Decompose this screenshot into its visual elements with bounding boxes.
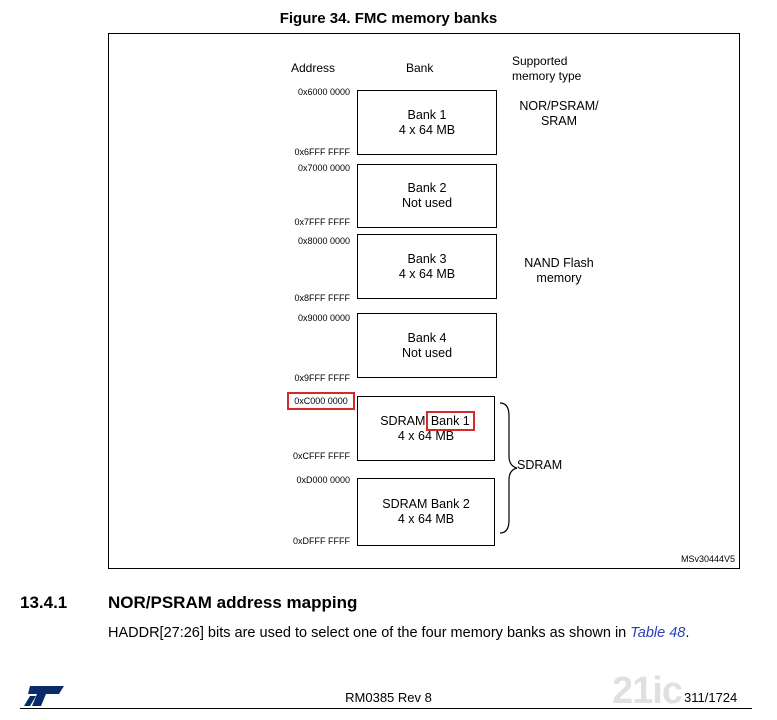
sdram-brace [499, 402, 518, 534]
bank-header: Bank [406, 61, 434, 75]
address-label: 0x8000 0000 [297, 236, 350, 246]
bank-size: 4 x 64 MB [398, 266, 456, 281]
address-label: 0x8FFF FFFF [294, 293, 351, 303]
address-label: 0xCFFF FFFF [293, 451, 350, 461]
body-text-after: . [685, 625, 690, 641]
footer-document-id: RM0385 Rev 8 [345, 690, 432, 705]
figure-code: MSv30444V5 [680, 554, 735, 564]
bank-name: SDRAM Bank 1 [380, 410, 475, 431]
address-label: 0x7FFF FFFF [294, 217, 351, 227]
bank-size: 4 x 64 MB [398, 122, 456, 137]
address-header: Address [291, 61, 336, 75]
memtype-nand: NAND Flash memory [524, 256, 594, 285]
address-label: 0x6000 0000 [297, 87, 350, 97]
figure-title: Figure 34. FMC memory banks [279, 10, 498, 27]
address-label: 0x7000 0000 [297, 163, 350, 173]
section-title: NOR/PSRAM address mapping [108, 593, 358, 612]
watermark-logo: 21ic [612, 670, 683, 712]
bank-size: Not used [401, 345, 453, 360]
bank-block-4: Bank 4 Not used [357, 313, 497, 378]
bank-size: 4 x 64 MB [397, 512, 455, 526]
bank-block-3: Bank 3 4 x 64 MB [357, 234, 497, 299]
address-label-highlighted: 0xC000 0000 [287, 392, 355, 410]
bank-name: Bank 2 [407, 181, 447, 195]
memtype-header: Supported memory type [512, 54, 582, 83]
footer-page-number: 311/1724 [684, 690, 738, 705]
address-label: 0xD000 0000 [296, 475, 350, 485]
body-text-before: HADDR[27:26] bits are used to select one… [108, 625, 631, 641]
address-label: 0x9FFF FFFF [294, 373, 351, 383]
sdram-bank-block-1: SDRAM Bank 1 4 x 64 MB [357, 396, 495, 461]
footer-rule [20, 708, 752, 709]
bank-block-1: Bank 1 4 x 64 MB [357, 90, 497, 155]
bank-block-2: Bank 2 Not used [357, 164, 497, 228]
st-logo-icon [24, 686, 64, 706]
address-label: 0x9000 0000 [297, 313, 350, 323]
bank-name-prefix: SDRAM [380, 413, 429, 428]
bank-size: Not used [401, 196, 453, 210]
body-paragraph: HADDR[27:26] bits are used to select one… [108, 625, 689, 641]
bank-name: SDRAM Bank 2 [382, 497, 470, 511]
bank-name: Bank 4 [407, 330, 447, 345]
bank-name: Bank 3 [407, 251, 447, 266]
bank-size: 4 x 64 MB [397, 428, 455, 443]
address-label: 0xDFFF FFFF [293, 536, 350, 546]
section-number: 13.4.1 [20, 593, 68, 612]
bank-name: Bank 1 [407, 107, 447, 122]
address-label: 0x6FFF FFFF [294, 147, 351, 157]
memtype-sdram: SDRAM [517, 458, 563, 472]
figure-frame [108, 33, 740, 569]
table-48-link[interactable]: Table 48 [630, 625, 686, 641]
bank-name-highlighted: Bank 1 [425, 410, 475, 431]
sdram-bank-block-2: SDRAM Bank 2 4 x 64 MB [357, 478, 495, 546]
memtype-nor: NOR/PSRAM/ SRAM [519, 99, 599, 128]
